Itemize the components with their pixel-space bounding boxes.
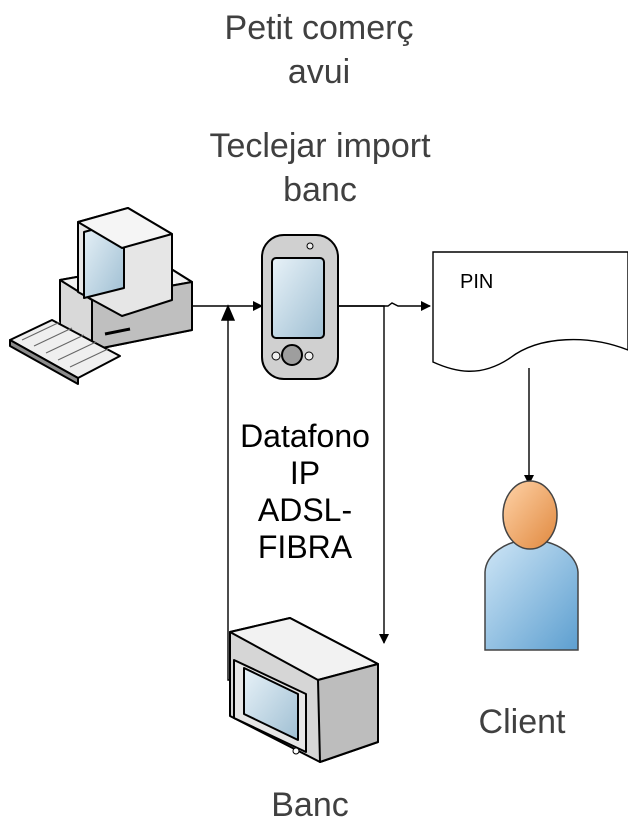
handheld-terminal-icon — [261, 234, 339, 380]
title-line-2: avui — [287, 53, 351, 91]
device-line-3: ADSL- — [257, 492, 353, 528]
action-caption: Teclejar import banc — [180, 124, 460, 212]
bank-to-terminal-arrowhead — [220, 304, 236, 321]
desktop-computer-icon — [9, 207, 193, 385]
document-icon — [432, 251, 628, 372]
terminal-to-bank-arrow — [337, 305, 389, 644]
action-line-2: banc — [283, 171, 357, 209]
action-line-1: Teclejar import — [209, 127, 431, 165]
pin-label: PIN — [460, 271, 494, 293]
device-line-2: IP — [289, 455, 321, 491]
person-icon — [484, 480, 579, 651]
device-label: Datafono IP ADSL- FIBRA — [220, 418, 390, 566]
device-line-4: FIBRA — [257, 529, 353, 565]
bank-label: Banc — [271, 786, 349, 824]
client-label: Client — [478, 703, 566, 741]
device-line-1: Datafono — [240, 418, 370, 454]
diagram-title: Petit comerç avui — [184, 6, 454, 94]
monitor-icon — [229, 617, 379, 763]
title-line-1: Petit comerç — [224, 9, 414, 47]
